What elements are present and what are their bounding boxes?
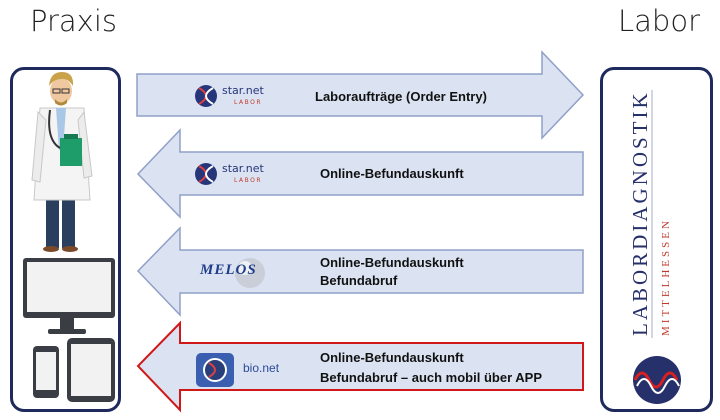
tablet-icon [67,338,115,402]
flow-label-befundauskunft: Online-Befundauskunft [320,166,464,181]
starnet-logo-sub: LABOR [234,177,262,184]
labor-brand-main: LABORDIAGNOSTIK [628,90,652,336]
melos-sphere-icon [235,258,265,288]
dna-logo-icon [195,163,217,185]
labor-panel [600,67,713,412]
starnet-logo-text: star.net [222,84,264,97]
arrow-melos [136,226,584,317]
desktop-monitor-icon [23,258,115,334]
bionet-app-icon [196,353,234,387]
flow-label-order-entry: Laboraufträge (Order Entry) [315,89,487,104]
arrow-order-entry [136,50,585,140]
bionet-logo-text: bio.net [243,361,280,375]
starnet-logo-sub: LABOR [234,99,262,106]
dna-logo-icon [195,85,217,107]
smartphone-icon [33,346,59,398]
starnet-logo-text: star.net [222,162,264,175]
arrow-befundauskunft [136,128,584,219]
melos-logo-text: MELOS [200,262,257,278]
labor-title: Labor [618,4,701,38]
arrow-bionet [136,320,584,413]
flow-label-melos-line2: Befundabruf [320,273,398,288]
flow-label-melos-line1: Online-Befundauskunft [320,255,464,270]
doctor-icon [31,72,93,252]
labor-brand-sub: MITTELHESSEN [660,218,672,336]
labor-logo-icon [633,356,681,404]
praxis-title: Praxis [30,4,117,38]
flow-label-bionet-line1: Online-Befundauskunft [320,350,464,365]
flow-label-bionet-line2: Befundabruf – auch mobil über APP [320,370,542,385]
